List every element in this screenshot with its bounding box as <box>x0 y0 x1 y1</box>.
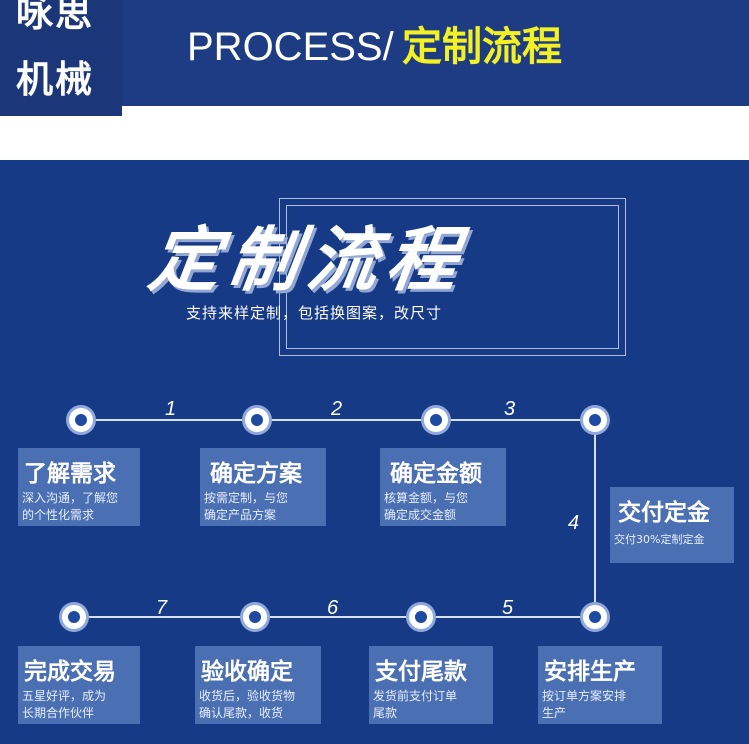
banner-subtitle: 支持来样定制，包括换图案，改尺寸 <box>186 304 443 322</box>
step-card-title: 验收确定 <box>201 659 293 685</box>
step-number: 1 <box>165 398 177 420</box>
step-card-desc: 按需定制，与您 确定产品方案 <box>204 491 289 522</box>
step-card: 支付尾款 发货前支付订单 尾款 <box>369 646 493 724</box>
step-number: 5 <box>502 597 514 619</box>
title-frame-outer <box>279 198 626 356</box>
step-card-title: 完成交易 <box>24 659 116 685</box>
step-number: 6 <box>327 597 339 619</box>
step-card: 完成交易 五星好评，成为 长期合作伙伴 <box>18 646 140 724</box>
header-bar: 咏思 机械 PROCESS/ 定制流程 <box>0 0 749 116</box>
step-card-title: 了解需求 <box>24 461 116 487</box>
step-node-8 <box>62 605 86 629</box>
brand-name-line2: 机械 <box>16 58 94 101</box>
step-card: 确定金额 核算金额，与您 确定成交金额 <box>380 448 506 526</box>
step-card-desc: 收货后，验收货物 确认尾款，收货 <box>199 689 296 720</box>
step-card-desc: 深入沟通，了解您 的个性化需求 <box>22 491 119 522</box>
section-title-en: PROCESS/ <box>187 25 394 69</box>
step-card-desc: 按订单方案安排 生产 <box>542 689 627 720</box>
step-node-6 <box>409 605 433 629</box>
step-number: 2 <box>331 398 343 420</box>
title-frame-inner <box>286 205 619 349</box>
step-card-title: 确定金额 <box>390 461 482 487</box>
step-node-5 <box>583 605 607 629</box>
step-node-3 <box>424 408 448 432</box>
step-card-desc: 核算金额，与您 确定成交金额 <box>384 491 469 522</box>
step-node-1 <box>69 408 93 432</box>
step-card: 安排生产 按订单方案安排 生产 <box>538 646 662 724</box>
step-node-4 <box>583 408 607 432</box>
brand-block: 咏思 机械 <box>0 0 122 116</box>
section-title-cn: 定制流程 <box>402 24 562 70</box>
step-card-title: 交付定金 <box>618 500 710 526</box>
step-node-7 <box>243 605 267 629</box>
step-card-desc: 交付30%定制定金 <box>614 533 705 546</box>
brand-name-line1: 咏思 <box>16 0 94 35</box>
step-card-title: 安排生产 <box>544 659 636 685</box>
step-number: 7 <box>156 597 168 619</box>
step-card-desc: 发货前支付订单 尾款 <box>373 689 458 720</box>
step-card: 验收确定 收货后，验收货物 确认尾款，收货 <box>195 646 321 724</box>
step-card: 交付定金 交付30%定制定金 <box>610 487 734 563</box>
step-node-2 <box>245 408 269 432</box>
step-card-title: 确定方案 <box>210 461 302 487</box>
step-card-desc: 五星好评，成为 长期合作伙伴 <box>22 689 107 720</box>
step-card: 了解需求 深入沟通，了解您 的个性化需求 <box>18 448 140 526</box>
step-card: 确定方案 按需定制，与您 确定产品方案 <box>200 448 326 526</box>
step-card-title: 支付尾款 <box>375 659 467 685</box>
step-number: 3 <box>504 398 516 420</box>
step-number: 4 <box>568 512 580 534</box>
